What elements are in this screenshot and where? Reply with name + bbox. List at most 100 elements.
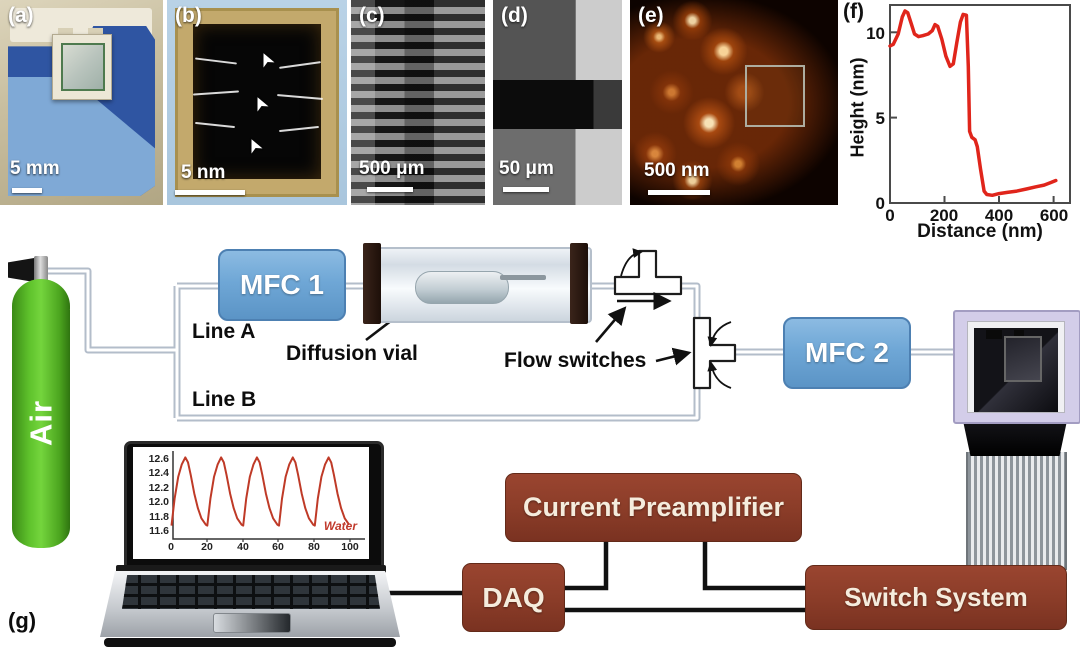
current-preamplifier-label: Current Preamplifier	[522, 492, 785, 522]
panel-b-wirebond-photo: ➤ ➤ ➤ (b) 5 nm	[167, 0, 347, 205]
diffusion-vial-capillary	[500, 275, 546, 280]
daq-box: DAQ	[462, 563, 565, 632]
sensor-chamber-window	[967, 321, 1065, 413]
panel-f-height-profile-chart: (f) 10 5 0 0 200 400 600 Height (nm) Dis…	[843, 0, 1080, 250]
flow-switch-1-curve	[620, 248, 643, 277]
cylinder-valve-knob	[8, 258, 34, 282]
line-a-label: Line A	[192, 320, 256, 343]
sensor-chip-package	[52, 34, 112, 100]
laptop-foot	[104, 638, 396, 647]
flow-switches-arrow-2	[655, 347, 692, 366]
height-profile-plot	[888, 4, 1071, 204]
panel-label: (d)	[501, 4, 528, 27]
chip-die	[1004, 336, 1042, 382]
x-tick-label: 200	[929, 206, 959, 225]
flow-switches-label: Flow switches	[504, 349, 647, 372]
x-tick-label: 600	[1039, 206, 1069, 225]
panel-label: (a)	[8, 4, 34, 27]
y-tick-label: 11.6	[149, 525, 169, 537]
x-tick-label: 400	[984, 206, 1014, 225]
sensor-response-plot	[170, 451, 365, 542]
scale-bar-label: 50 μm	[499, 158, 554, 179]
chamber-end-cap-left	[363, 243, 381, 324]
x-tick-label: 80	[308, 541, 320, 553]
daq-preamp-cable	[563, 540, 609, 591]
sensor-chip-photo	[974, 328, 1058, 412]
water-annotation: Water	[323, 519, 357, 533]
chip-active-area	[193, 24, 321, 179]
mfc2-label: MFC 2	[805, 337, 889, 368]
micrograph-shading	[493, 0, 576, 82]
daq-label: DAQ	[482, 581, 545, 613]
scale-bar	[175, 190, 245, 195]
scale-bar-label: 500 nm	[644, 160, 710, 181]
x-tick-label: 0	[885, 206, 895, 225]
carrier-tab	[88, 28, 103, 39]
y-tick-label: 11.8	[149, 511, 169, 523]
y-tick-label: 12.4	[148, 467, 169, 479]
x-tick-label: 60	[272, 541, 284, 553]
flow-switch-1	[613, 249, 683, 296]
panel-label: (b)	[175, 4, 202, 27]
scale-bar-label: 5 nm	[181, 162, 226, 183]
laptop-screen-chart: 12.6 12.4 12.2 12.0 11.8 11.6 0 20 40 60…	[133, 447, 369, 559]
line-b-label: Line B	[192, 388, 257, 411]
scale-bar	[367, 187, 413, 192]
flow-switches-arrow-1	[595, 306, 627, 343]
afm-scan-box	[745, 65, 805, 127]
mfc1-box: MFC 1	[218, 249, 346, 321]
switch-system-box: Switch System	[805, 565, 1067, 630]
scale-bar	[648, 190, 710, 195]
x-tick-label: 0	[168, 541, 174, 553]
panel-e-afm-image: (e) 500 nm	[630, 0, 838, 205]
carrier-tab	[58, 28, 73, 39]
flow-switch-2-curve-top	[707, 321, 732, 347]
y-tick-label: 5	[875, 109, 885, 128]
chip-pad	[986, 330, 1002, 339]
y-tick-label: 12.0	[148, 496, 169, 508]
chamber-end-cap-right	[570, 243, 588, 324]
axes	[172, 451, 365, 540]
panel-label: (f)	[843, 0, 864, 23]
y-tick-label: 12.2	[148, 482, 169, 494]
panel-label: (c)	[359, 4, 385, 27]
scale-bar-label: 5 mm	[10, 158, 60, 179]
panel-label: (e)	[638, 4, 664, 27]
laptop-keyboard	[122, 575, 380, 609]
x-tick-label: 40	[237, 541, 249, 553]
laptop-hinge	[116, 565, 386, 573]
y-tick-label: 0	[875, 194, 885, 213]
sensor-chamber	[953, 310, 1080, 424]
diffusion-vial	[415, 271, 509, 304]
x-tick-label: 20	[201, 541, 213, 553]
panel-a-optical-photo: (a) 5 mm	[0, 0, 163, 205]
panel-c-electrode-array: (c) 500 μm	[351, 0, 485, 205]
scale-bar	[12, 188, 42, 193]
sensor-die	[61, 43, 105, 91]
air-cylinder	[12, 300, 70, 548]
scale-bar	[503, 187, 549, 192]
response-line	[170, 456, 351, 527]
diffusion-vial-label: Diffusion vial	[286, 342, 418, 365]
mfc2-box: MFC 2	[783, 317, 911, 389]
laptop-touchpad	[213, 613, 291, 633]
ribbon-cable	[966, 452, 1067, 570]
flow-switch-2	[692, 316, 737, 390]
micrograph-shading	[351, 0, 485, 205]
x-tick-label: 100	[341, 541, 359, 553]
height-profile-line	[888, 9, 1058, 198]
scale-bar-label: 500 μm	[359, 158, 425, 179]
chip-pad	[1014, 330, 1024, 339]
electrode-band	[493, 79, 622, 130]
air-cylinder-label: Air	[23, 399, 59, 447]
y-tick-label: 10	[866, 24, 885, 43]
y-tick-label: 12.6	[148, 453, 169, 465]
mfc1-label: MFC 1	[240, 269, 324, 300]
preamp-switchsystem-cable	[702, 540, 805, 591]
current-preamplifier-box: Current Preamplifier	[505, 473, 802, 542]
x-axis-label: Distance (nm)	[917, 221, 1043, 242]
panel-d-electrode-closeup: (d) 50 μm	[493, 0, 622, 205]
panel-g-label: (g)	[8, 608, 37, 633]
